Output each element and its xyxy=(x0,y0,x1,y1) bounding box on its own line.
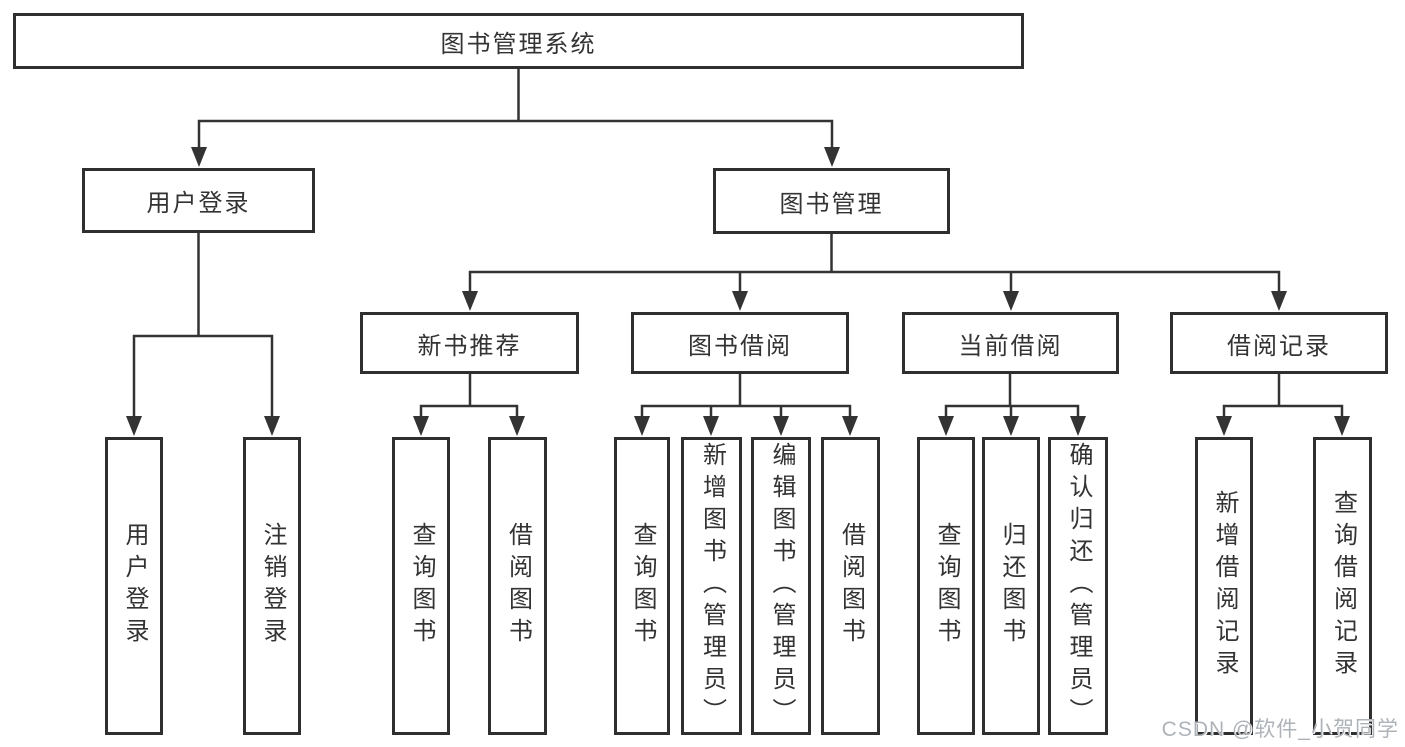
node-root: 图书管理系统 xyxy=(13,13,1024,69)
arrowhead xyxy=(842,416,858,436)
arrowhead xyxy=(1334,416,1350,436)
arrowhead xyxy=(1070,416,1086,436)
arrowhead xyxy=(634,416,650,436)
node-current-borrow: 当前借阅 xyxy=(902,312,1119,374)
arrowhead xyxy=(1003,291,1019,311)
node-cb-confirm-return: 确认归还（管理员） xyxy=(1048,437,1108,735)
node-bb-borrow-book: 借阅图书 xyxy=(821,437,880,735)
arrowhead xyxy=(1003,416,1019,436)
arrowhead xyxy=(413,416,429,436)
node-rec-query-book: 查询图书 xyxy=(392,437,450,735)
arrowhead xyxy=(732,291,748,311)
node-new-book-recommend: 新书推荐 xyxy=(360,312,579,374)
arrowhead xyxy=(938,416,954,436)
node-user-login: 用户登录 xyxy=(82,168,315,233)
node-cb-query-book: 查询图书 xyxy=(917,437,975,735)
node-leaf-logout: 注销登录 xyxy=(243,437,301,735)
arrowhead xyxy=(824,147,840,167)
arrowhead xyxy=(126,416,142,436)
arrowhead xyxy=(509,416,525,436)
node-leaf-user-login: 用户登录 xyxy=(105,437,163,735)
node-rec-borrow-book: 借阅图书 xyxy=(488,437,547,735)
node-cb-return-book: 归还图书 xyxy=(982,437,1040,735)
node-borrow-record: 借阅记录 xyxy=(1170,312,1388,374)
node-book-management: 图书管理 xyxy=(713,168,950,234)
node-bb-add-book: 新增图书（管理员） xyxy=(681,437,742,735)
node-bb-edit-book: 编辑图书（管理员） xyxy=(751,437,811,735)
node-br-add-record: 新增借阅记录 xyxy=(1195,437,1253,735)
node-bb-query-book: 查询图书 xyxy=(614,437,670,735)
arrowhead xyxy=(462,291,478,311)
arrowhead xyxy=(773,416,789,436)
watermark: CSDN @软件_小贺同学 xyxy=(1161,718,1399,741)
arrowhead xyxy=(264,416,280,436)
arrowhead xyxy=(703,416,719,436)
arrowhead xyxy=(191,147,207,167)
node-book-borrow: 图书借阅 xyxy=(631,312,849,374)
node-br-query-record: 查询借阅记录 xyxy=(1313,437,1372,735)
arrowhead xyxy=(1271,291,1287,311)
arrowhead xyxy=(1216,416,1232,436)
